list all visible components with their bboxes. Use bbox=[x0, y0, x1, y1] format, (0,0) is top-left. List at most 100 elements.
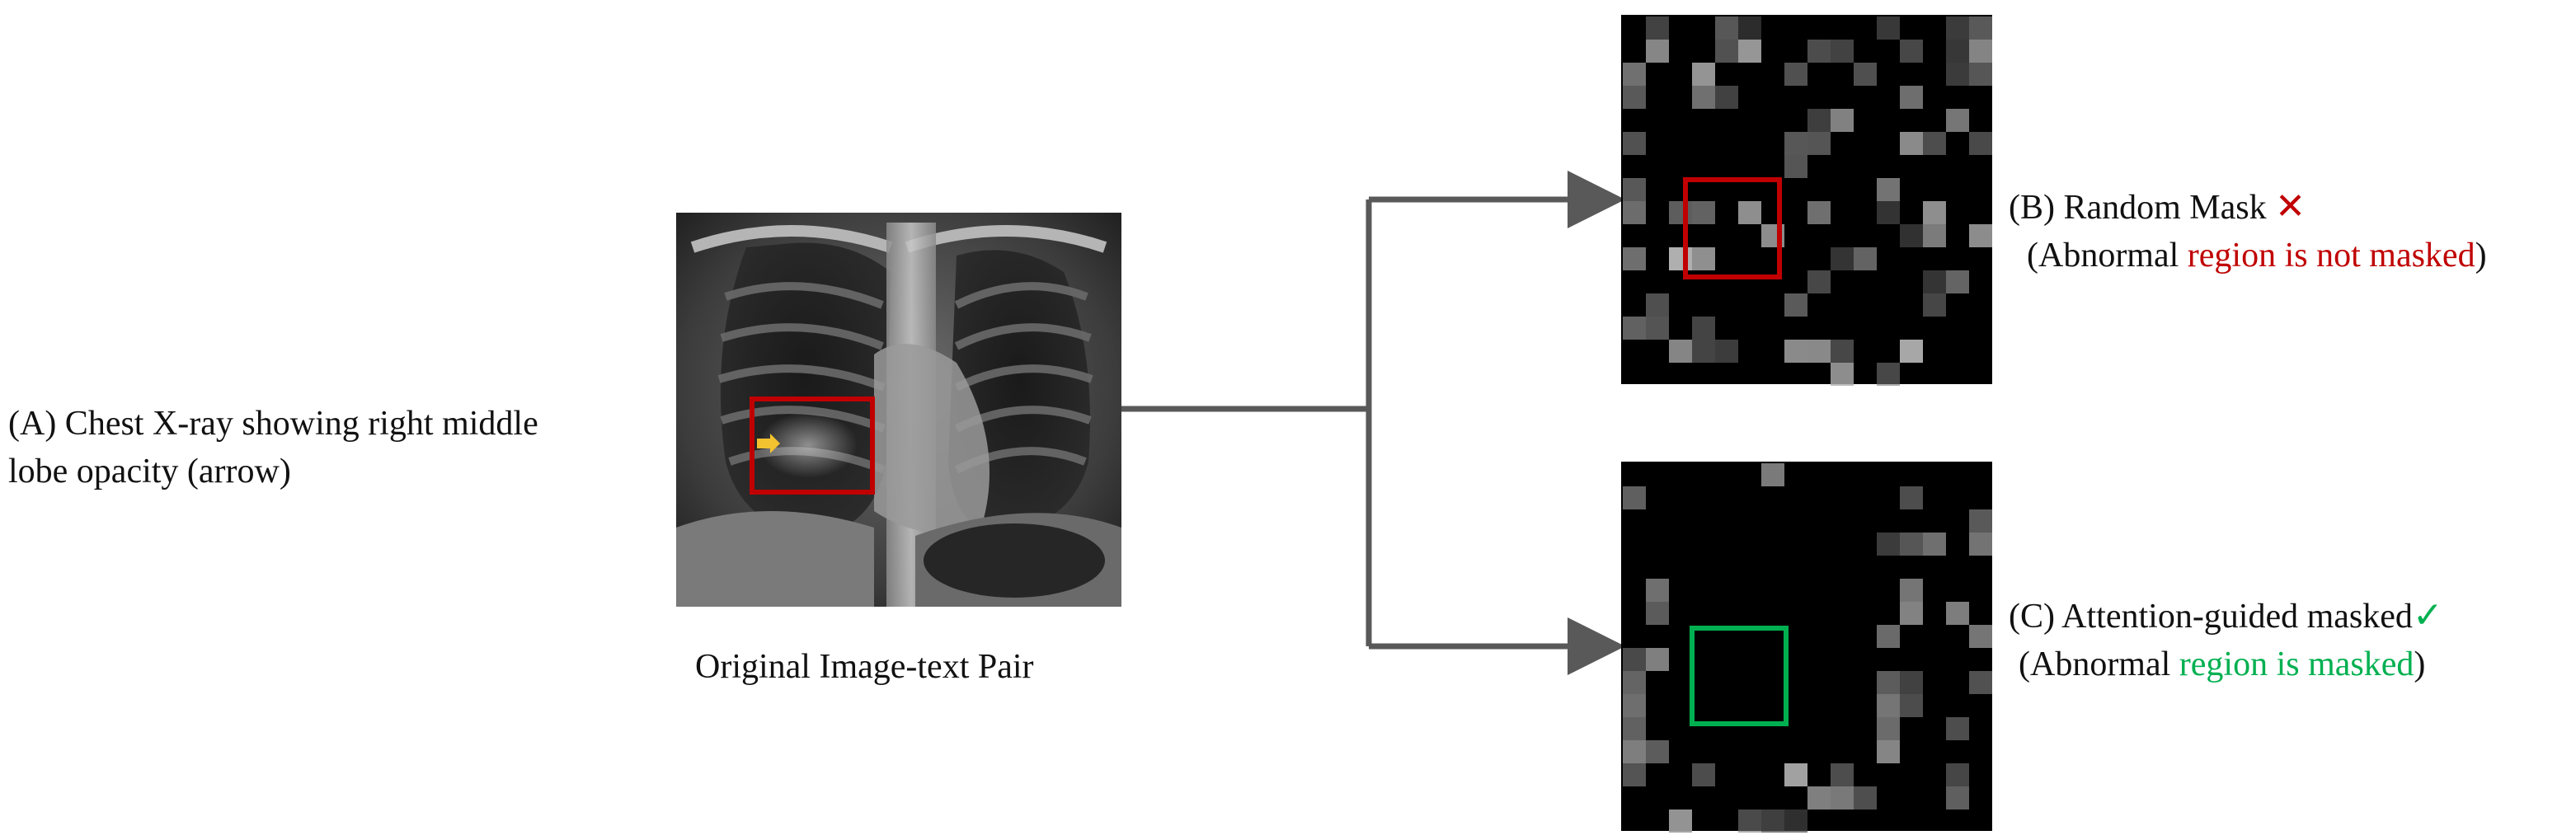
visible-patch bbox=[1784, 809, 1807, 833]
panel-b-title-line: (B) Random Mask ✕ bbox=[2009, 183, 2487, 232]
visible-patch bbox=[1623, 201, 1646, 224]
visible-patch bbox=[1646, 740, 1669, 763]
visible-patch bbox=[1692, 201, 1715, 224]
connector-arrows bbox=[1121, 171, 1625, 675]
visible-patch bbox=[1715, 86, 1738, 109]
visible-patch bbox=[1946, 16, 1969, 40]
visible-patch bbox=[1877, 625, 1900, 648]
visible-patch bbox=[1623, 86, 1646, 109]
panel-b-note: (Abnormal region is not masked) bbox=[2009, 232, 2487, 279]
random-mask-image bbox=[1621, 15, 1992, 386]
visible-patch bbox=[1784, 155, 1807, 178]
visible-patch bbox=[1807, 270, 1831, 293]
visible-patch bbox=[1877, 694, 1900, 717]
visible-patch bbox=[1877, 16, 1900, 40]
panel-c-title: (C) Attention-guided masked bbox=[2009, 598, 2413, 636]
visible-patch bbox=[1692, 86, 1715, 109]
visible-patch bbox=[1900, 86, 1923, 109]
visible-patch bbox=[1623, 317, 1646, 340]
visible-patch bbox=[1692, 340, 1715, 363]
visible-patch bbox=[1623, 717, 1646, 740]
visible-patch bbox=[1738, 809, 1761, 833]
visible-patch bbox=[1900, 694, 1923, 717]
check-icon: ✓ bbox=[2412, 594, 2443, 636]
visible-patch bbox=[1877, 201, 1900, 224]
visible-patch bbox=[1784, 763, 1807, 786]
visible-patch bbox=[1784, 63, 1807, 86]
visible-patch bbox=[1646, 602, 1669, 625]
visible-patch bbox=[1623, 763, 1646, 786]
visible-patch bbox=[1831, 40, 1854, 63]
visible-patch bbox=[1646, 317, 1669, 340]
visible-patch bbox=[1646, 40, 1669, 63]
visible-patch bbox=[1923, 533, 1946, 556]
visible-patch bbox=[1623, 648, 1646, 671]
visible-patch bbox=[1784, 132, 1807, 155]
visible-patch bbox=[1623, 486, 1646, 509]
visible-patch bbox=[1946, 270, 1969, 293]
original-image-caption: Original Image-text Pair bbox=[695, 648, 1034, 686]
visible-patch bbox=[1646, 579, 1669, 602]
visible-patch bbox=[1715, 16, 1738, 40]
visible-patch bbox=[1623, 63, 1646, 86]
visible-patch bbox=[1623, 740, 1646, 763]
visible-patch bbox=[1831, 247, 1854, 270]
panel-b-description: (B) Random Mask ✕ (Abnormal region is no… bbox=[2009, 183, 2487, 279]
visible-patch bbox=[1807, 40, 1831, 63]
visible-patch bbox=[1969, 509, 1992, 533]
visible-patch bbox=[1623, 694, 1646, 717]
visible-patch bbox=[1831, 340, 1854, 363]
visible-patch bbox=[1969, 63, 1992, 86]
visible-patch bbox=[1923, 224, 1946, 247]
visible-patch bbox=[1854, 247, 1877, 270]
visible-patch bbox=[1692, 763, 1715, 786]
panel-c-title-line: (C) Attention-guided masked✓ bbox=[2009, 592, 2443, 641]
attention-mask-image bbox=[1621, 462, 1992, 833]
visible-patch bbox=[1969, 671, 1992, 694]
visible-patch bbox=[1969, 224, 1992, 247]
visible-patch bbox=[1669, 809, 1692, 833]
attention-region-box bbox=[1690, 626, 1789, 726]
visible-patch bbox=[1715, 40, 1738, 63]
visible-patch bbox=[1969, 625, 1992, 648]
visible-patch bbox=[1969, 40, 1992, 63]
visible-patch bbox=[1646, 293, 1669, 317]
panel-c-note-close: ) bbox=[2414, 645, 2426, 683]
visible-patch bbox=[1900, 533, 1923, 556]
visible-patch bbox=[1807, 132, 1831, 155]
visible-patch bbox=[1854, 63, 1877, 86]
visible-patch bbox=[1900, 224, 1923, 247]
visible-patch bbox=[1761, 809, 1784, 833]
visible-patch bbox=[1923, 132, 1946, 155]
visible-patch bbox=[1715, 340, 1738, 363]
visible-patch bbox=[1946, 40, 1969, 63]
visible-patch bbox=[1923, 270, 1946, 293]
visible-patch bbox=[1761, 463, 1784, 486]
abnormal-region-box bbox=[1683, 177, 1782, 279]
visible-patch bbox=[1692, 63, 1715, 86]
visible-patch bbox=[1946, 786, 1969, 809]
panel-a-line-2: lobe opacity (arrow) bbox=[8, 453, 291, 490]
visible-patch bbox=[1807, 201, 1831, 224]
chest-xray-image bbox=[676, 213, 1121, 607]
visible-patch bbox=[1738, 201, 1761, 224]
visible-patch bbox=[1877, 717, 1900, 740]
visible-patch bbox=[1669, 201, 1692, 224]
panel-b-note-close: ) bbox=[2475, 237, 2487, 275]
visible-patch bbox=[1807, 109, 1831, 132]
visible-patch bbox=[1692, 317, 1715, 340]
panel-c-note-open: (Abnormal bbox=[2019, 645, 2179, 683]
panel-a-description: (A) Chest X-ray showing right middle lob… bbox=[8, 400, 538, 495]
visible-patch bbox=[1969, 16, 1992, 40]
panel-c-note-highlight: region is masked bbox=[2179, 645, 2414, 683]
visible-patch bbox=[1784, 340, 1807, 363]
visible-patch bbox=[1784, 293, 1807, 317]
visible-patch bbox=[1877, 178, 1900, 201]
visible-patch bbox=[1900, 579, 1923, 602]
visible-patch bbox=[1969, 132, 1992, 155]
visible-patch bbox=[1900, 40, 1923, 63]
visible-patch bbox=[1807, 340, 1831, 363]
visible-patch bbox=[1669, 340, 1692, 363]
visible-patch bbox=[1877, 533, 1900, 556]
